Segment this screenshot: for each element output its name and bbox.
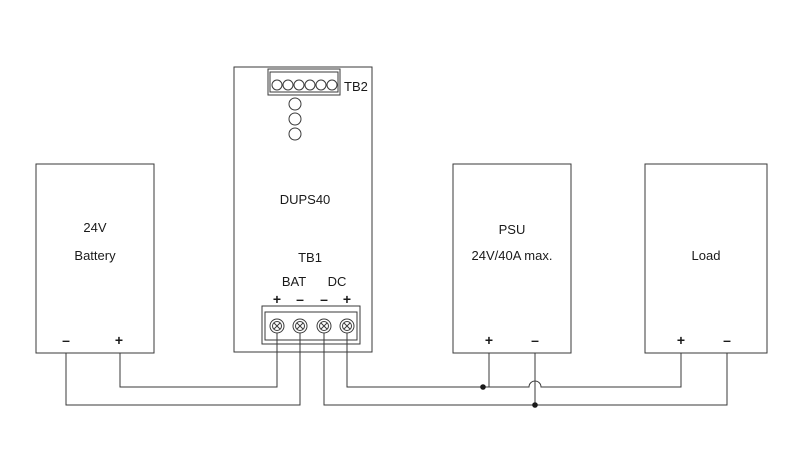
tb2-screw-2 bbox=[282, 79, 294, 91]
load-box bbox=[644, 163, 768, 354]
psu-box bbox=[452, 163, 572, 354]
wire-battery-negative bbox=[65, 333, 301, 406]
battery-voltage-label: 24V bbox=[83, 220, 106, 235]
tb1-label: TB1 bbox=[298, 250, 322, 265]
junction-dot-negative bbox=[532, 402, 538, 408]
tb2-label: TB2 bbox=[344, 79, 368, 94]
tb2-screw-4 bbox=[304, 79, 316, 91]
dups-unit: TB2 DUPS40 TB1 BAT DC + – – + bbox=[233, 66, 373, 353]
psu-negative-terminal-label: – bbox=[531, 332, 539, 348]
tb2-terminal-block bbox=[267, 68, 341, 96]
tb1-terminal-block bbox=[261, 305, 361, 345]
load-negative-terminal-label: – bbox=[723, 332, 731, 348]
dc-label: DC bbox=[328, 274, 347, 289]
tb2-screw-5 bbox=[315, 79, 327, 91]
tb2-screw-3 bbox=[293, 79, 305, 91]
psu-name-label: PSU bbox=[499, 222, 526, 237]
load-name-label: Load bbox=[692, 248, 721, 263]
battery-positive-terminal-label: + bbox=[115, 332, 123, 348]
tb1-dc-negative-label: – bbox=[320, 291, 328, 307]
tb1-screw-bat-negative bbox=[292, 318, 308, 334]
dups-name-label: DUPS40 bbox=[280, 192, 331, 207]
bat-label: BAT bbox=[282, 274, 306, 289]
tb1-bat-negative-label: – bbox=[296, 291, 304, 307]
status-led-1 bbox=[288, 97, 302, 111]
tb2-screw-1 bbox=[271, 79, 283, 91]
tb1-screw-bat-positive bbox=[269, 318, 285, 334]
tb1-bat-positive-label: + bbox=[273, 291, 281, 307]
load-positive-terminal-label: + bbox=[677, 332, 685, 348]
tb2-screw-6 bbox=[326, 79, 338, 91]
psu-unit: PSU 24V/40A max. + – bbox=[452, 163, 572, 354]
battery-box bbox=[35, 163, 155, 354]
tb1-dc-positive-label: + bbox=[343, 291, 351, 307]
status-led-3 bbox=[288, 127, 302, 141]
junction-dot-positive bbox=[480, 384, 486, 390]
battery-name-label: Battery bbox=[74, 248, 116, 263]
dups-box bbox=[233, 66, 373, 353]
psu-rating-label: 24V/40A max. bbox=[472, 248, 553, 263]
psu-positive-terminal-label: + bbox=[485, 332, 493, 348]
tb1-screw-dc-negative bbox=[316, 318, 332, 334]
battery-negative-terminal-label: – bbox=[62, 332, 70, 348]
load-unit: Load + – bbox=[644, 163, 768, 354]
battery-unit: 24V Battery – + bbox=[35, 163, 155, 354]
status-led-2 bbox=[288, 112, 302, 126]
wire-battery-positive bbox=[119, 333, 278, 388]
tb1-screw-dc-positive bbox=[339, 318, 355, 334]
wire-dc-negative bbox=[323, 333, 728, 406]
